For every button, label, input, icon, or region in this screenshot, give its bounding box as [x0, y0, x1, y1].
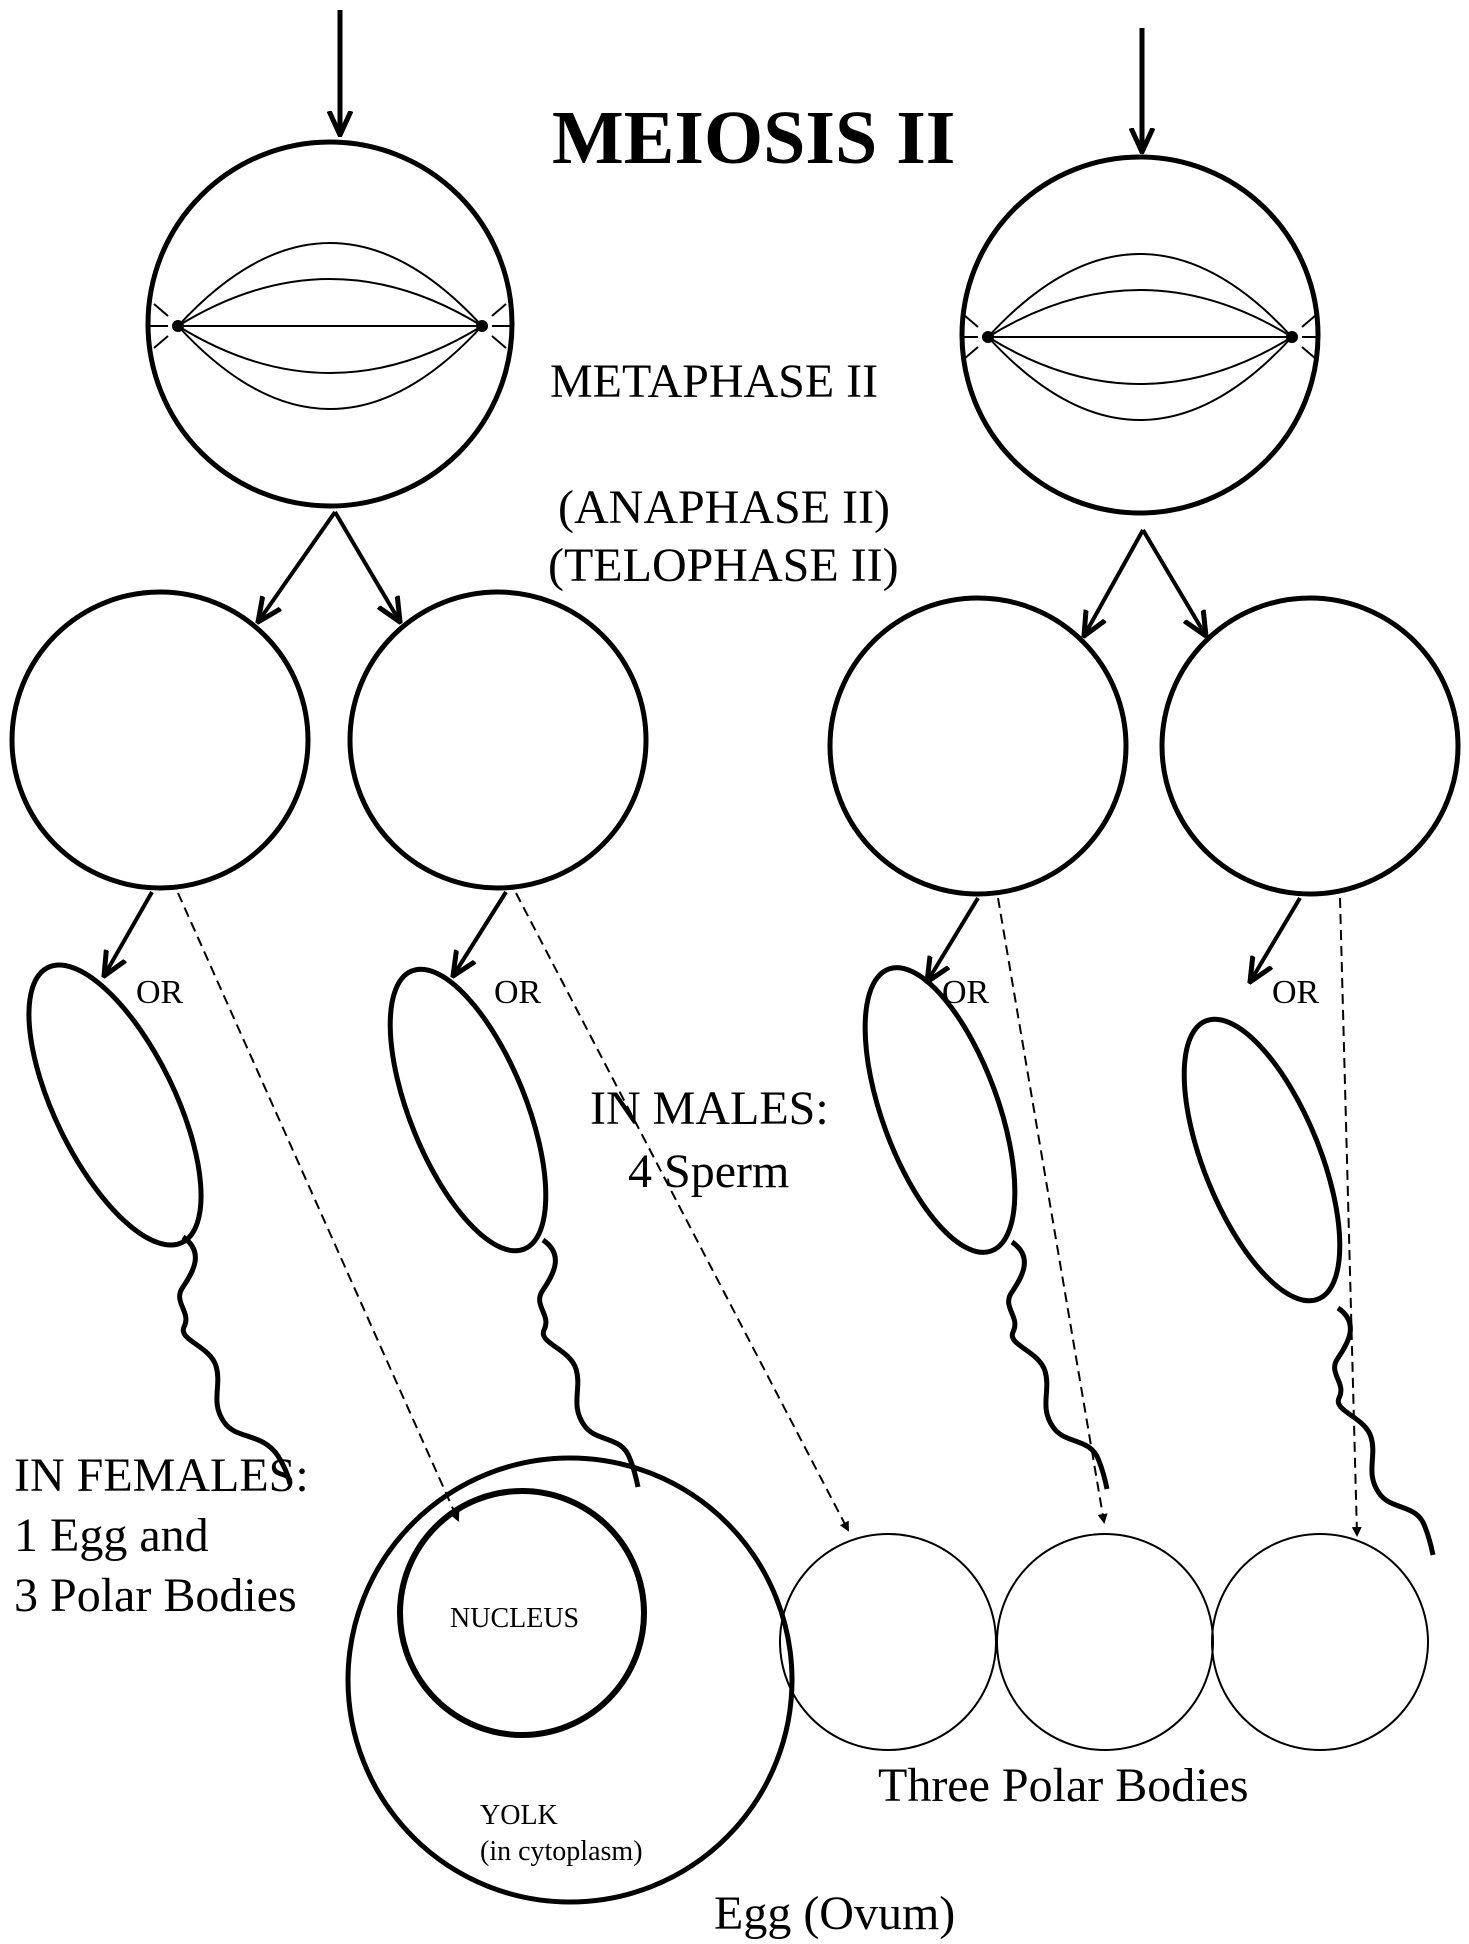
egg-nucleus — [397, 1488, 647, 1738]
egg-cell — [345, 1455, 795, 1905]
daughter-cell — [1159, 595, 1461, 897]
polar-body — [996, 1533, 1214, 1751]
dashed-arrow-to-polar-body — [515, 892, 849, 1532]
nucleus-label: NUCLEUS — [450, 1603, 580, 1634]
females-label: IN FEMALES: — [14, 1449, 309, 1502]
to-sperm-arrow — [927, 896, 980, 982]
telophase-label: (TELOPHASE II) — [548, 539, 899, 592]
sperm-cell — [862, 965, 1110, 1490]
polar-body — [779, 1533, 997, 1751]
division-arrow — [258, 510, 337, 622]
or-label: OR — [942, 974, 990, 1011]
or-label: OR — [136, 974, 184, 1011]
division-arrow — [333, 510, 400, 622]
yolk-sublabel: (in cytoplasm) — [480, 1836, 643, 1867]
or-label: OR — [1272, 974, 1320, 1011]
dashed-arrow-to-polar-body — [1339, 897, 1362, 1537]
females-polar-count: 3 Polar Bodies — [14, 1569, 297, 1622]
males-count: 4 Sperm — [628, 1145, 790, 1198]
to-sperm-arrow — [1250, 896, 1302, 982]
metaphase-cell-right — [959, 154, 1321, 516]
metaphase-cell-left — [145, 139, 515, 509]
egg-caption: Egg (Ovum) — [714, 1887, 956, 1940]
sperm-cell — [26, 962, 293, 1485]
daughter-cell — [9, 589, 311, 891]
daughter-cell — [347, 589, 649, 891]
polar-body — [1211, 1533, 1429, 1751]
yolk-label: YOLK — [480, 1800, 558, 1831]
to-sperm-arrow — [453, 890, 508, 976]
anaphase-label: (ANAPHASE II) — [558, 481, 890, 534]
females-egg-count: 1 Egg and — [14, 1509, 209, 1562]
diagram-title: MEIOSIS II — [552, 96, 956, 180]
metaphase-label: METAPHASE II — [550, 355, 879, 408]
sperm-cell — [387, 966, 641, 1488]
or-label: OR — [494, 974, 542, 1011]
dashed-arrow-to-polar-body — [997, 897, 1108, 1524]
division-arrow — [1084, 529, 1145, 636]
sperm-cell — [1181, 1016, 1436, 1556]
division-arrow — [1141, 528, 1206, 636]
daughter-cell — [827, 595, 1129, 897]
dashed-arrow-to-egg — [177, 892, 460, 1522]
to-sperm-arrow — [104, 891, 154, 976]
males-label: IN MALES: — [590, 1082, 829, 1135]
polar-bodies-caption: Three Polar Bodies — [878, 1759, 1249, 1812]
